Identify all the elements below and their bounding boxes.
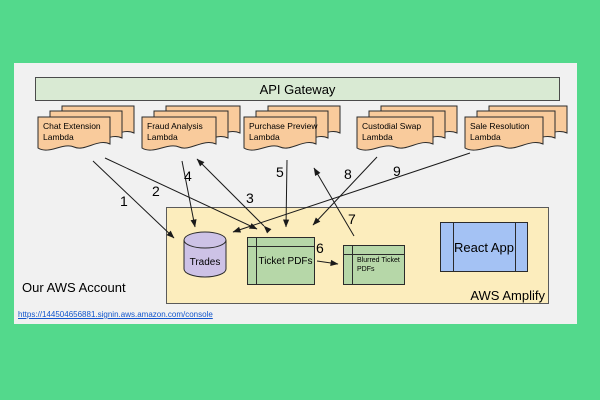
flow-number-3: 3 xyxy=(246,190,254,206)
aws-account-label: Our AWS Account xyxy=(22,280,126,295)
ticket-pdfs-rule-horizontal xyxy=(248,246,314,247)
ticket-pdfs-box: Ticket PDFs xyxy=(247,237,315,285)
api-gateway-box: API Gateway xyxy=(35,77,560,101)
react-app-rule-right xyxy=(515,223,516,271)
blurred-ticket-pdfs-label: Blurred Ticket PDFs xyxy=(357,257,400,273)
lambda-label-fraud-analysis: Fraud Analysis Lambda xyxy=(147,121,203,142)
blurred-pdfs-rule-horizontal xyxy=(344,254,404,255)
flow-number-7: 7 xyxy=(348,211,356,227)
lambda-label-purchase-preview: Purchase Preview Lambda xyxy=(249,121,318,142)
ticket-pdfs-label: Ticket PDFs xyxy=(258,255,313,267)
flow-number-4: 4 xyxy=(184,168,192,184)
flow-number-6: 6 xyxy=(316,240,324,256)
lambda-label-custodial-swap: Custodial Swap Lambda xyxy=(362,121,422,142)
react-app-label: React App xyxy=(454,239,514,255)
blurred-pdfs-rule-vertical xyxy=(352,246,353,284)
aws-amplify-label: AWS Amplify xyxy=(470,288,545,303)
lambda-label-chat-extension: Chat Extension Lambda xyxy=(43,121,101,142)
lambda-label-sale-resolution: Sale Resolution Lambda xyxy=(470,121,530,142)
flow-number-5: 5 xyxy=(276,164,284,180)
flow-number-8: 8 xyxy=(344,166,352,182)
api-gateway-label: API Gateway xyxy=(259,81,336,97)
aws-console-link[interactable]: https://144504656881.signin.aws.amazon.c… xyxy=(18,310,213,319)
blurred-ticket-pdfs-box: Blurred Ticket PDFs xyxy=(343,245,405,285)
react-app-box: React App xyxy=(440,222,528,272)
trades-label: Trades xyxy=(189,257,221,268)
ticket-pdfs-rule-vertical xyxy=(256,238,257,284)
flow-number-1: 1 xyxy=(120,193,128,209)
flow-number-9: 9 xyxy=(393,163,401,179)
flow-number-2: 2 xyxy=(152,183,160,199)
react-app-rule-left xyxy=(453,223,454,271)
